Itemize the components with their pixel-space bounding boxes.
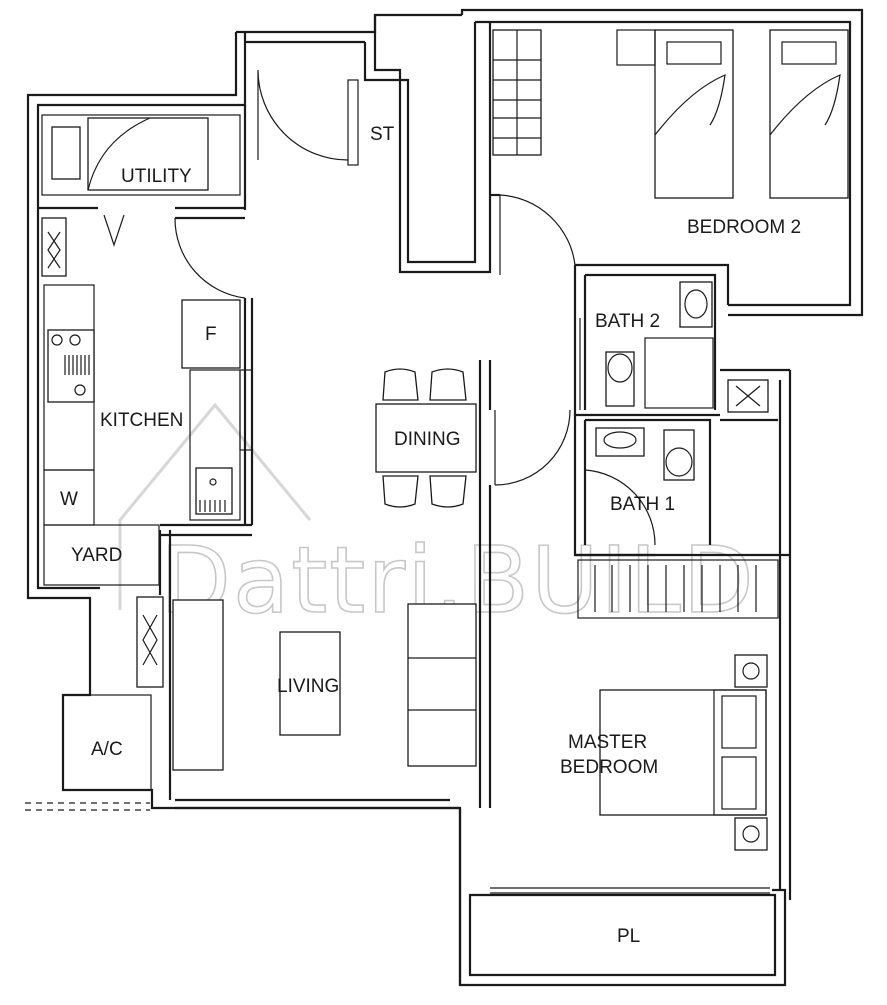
kitchen-label: KITCHEN xyxy=(100,410,183,431)
bath2-label: BATH 2 xyxy=(595,311,660,332)
furniture xyxy=(41,29,849,851)
living-label: LIVING xyxy=(277,676,339,697)
master-bedroom-label-line1: MASTER xyxy=(568,732,647,753)
utility-label: UTILITY xyxy=(121,166,192,187)
dining-label: DINING xyxy=(394,429,461,450)
room-labels: UTILITY ST BEDROOM 2 BATH 2 F KITCHEN DI… xyxy=(60,124,801,947)
washer-label: W xyxy=(60,489,78,510)
ac-label: A/C xyxy=(91,739,123,760)
master-bedroom-label-line2: BEDROOM xyxy=(560,757,658,778)
doors xyxy=(174,69,656,546)
yard-label: YARD xyxy=(71,545,122,566)
store-label: ST xyxy=(370,124,395,145)
bedroom2-label: BEDROOM 2 xyxy=(687,217,801,238)
bath1-label: BATH 1 xyxy=(610,494,675,515)
fridge-label: F xyxy=(205,324,217,345)
planter-label: PL xyxy=(617,926,640,947)
